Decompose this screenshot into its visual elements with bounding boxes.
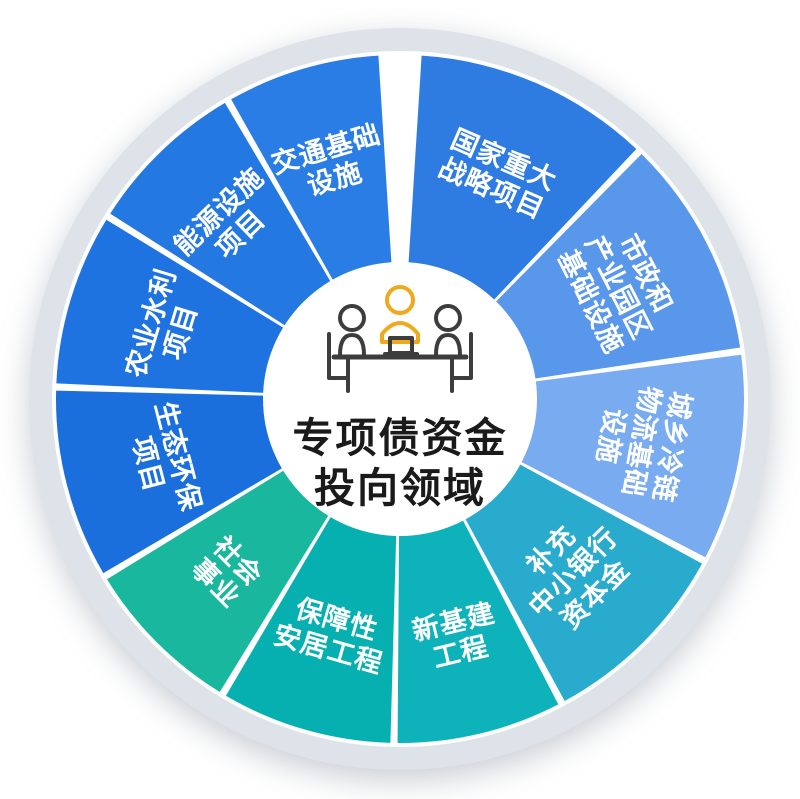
segments-group: 国家重大战略项目市政和产业园区基础设施城乡冷链物流基础设施补充中小银行资本金新基… bbox=[55, 55, 744, 743]
wheel-segment-2 bbox=[520, 354, 744, 558]
person-back-icon bbox=[380, 285, 420, 344]
person-right-icon bbox=[434, 304, 473, 380]
center-circle bbox=[263, 262, 537, 536]
laptop-icon bbox=[383, 336, 419, 356]
segment-label-1: 市政和产业园区基础设施 bbox=[551, 217, 686, 359]
wheel-segment-5 bbox=[225, 516, 397, 743]
wheel-segment-9 bbox=[110, 102, 331, 326]
wheel-segment-6 bbox=[107, 470, 329, 692]
wheel-segment-7 bbox=[55, 390, 283, 574]
wheel-segment-4 bbox=[397, 519, 559, 743]
wheel-segment-8 bbox=[56, 219, 284, 393]
table-icon bbox=[331, 354, 469, 393]
person-left-icon bbox=[327, 304, 366, 380]
center-title-line1: 专项债资金 bbox=[293, 414, 508, 462]
wheel-segment-10 bbox=[231, 55, 392, 281]
wheel-group: 国家重大战略项目市政和产业园区基础设施城乡冷链物流基础设施补充中小银行资本金新基… bbox=[29, 28, 771, 770]
center-title-line2: 投向领域 bbox=[314, 464, 486, 512]
meeting-people-icon bbox=[327, 285, 473, 393]
wheel-segment-0 bbox=[408, 55, 637, 301]
wheel-segment-3 bbox=[465, 464, 703, 702]
wheel-segment-1 bbox=[495, 154, 741, 379]
